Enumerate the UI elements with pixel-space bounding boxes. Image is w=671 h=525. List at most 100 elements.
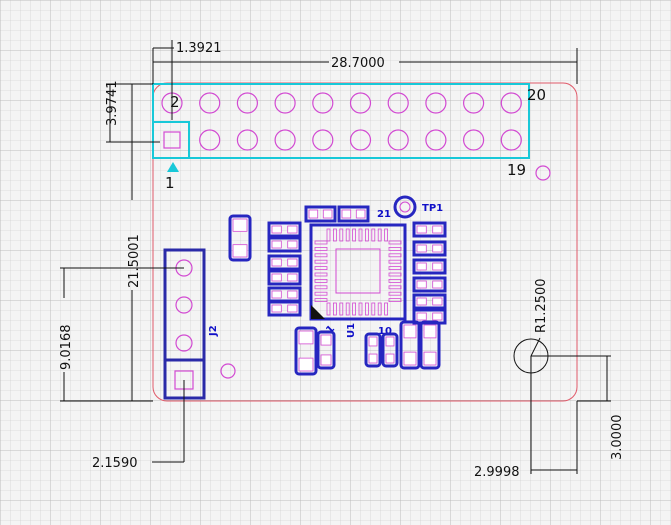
u1-pin [388, 291, 402, 296]
u1-pin [326, 228, 331, 242]
via [220, 363, 236, 379]
u1-pin [339, 302, 344, 316]
u1-pin1-marker-icon [311, 305, 325, 319]
header-pin19-label: 19 [507, 161, 526, 179]
passive-components [228, 205, 447, 376]
passive-component [337, 205, 370, 223]
dim-header-offset: 1.3921 [176, 41, 222, 56]
pin1-arrow-icon [167, 162, 179, 172]
passive-component [412, 276, 447, 293]
passive-component [316, 330, 336, 370]
u1-pin [332, 228, 337, 242]
header-pad [387, 92, 409, 114]
u1-exposed-pad [335, 248, 381, 294]
u1-pin21-label: 21 [377, 209, 391, 220]
u1-pin [388, 259, 402, 264]
header-pad [312, 129, 334, 151]
passive-component [267, 236, 302, 253]
dim-hole-from-bottom: 3.0000 [610, 415, 625, 461]
dimension-lines [60, 40, 611, 474]
header-pads [161, 92, 522, 151]
header-pad [199, 92, 221, 114]
passive-component [412, 221, 447, 238]
u1-pin [358, 302, 363, 316]
header-pad [425, 92, 447, 114]
u1-pin [314, 285, 328, 290]
passive-component [412, 293, 447, 310]
u1-pin [388, 240, 402, 245]
header-pad [236, 92, 258, 114]
dim-hole-radius: R1.2500 [534, 278, 549, 333]
u1-pin [371, 302, 376, 316]
u1-pin [345, 302, 350, 316]
header-pad [425, 129, 447, 151]
u1-pin [314, 259, 328, 264]
u1-pin [345, 228, 350, 242]
u1-pins [314, 228, 402, 316]
u1-label: U1 [346, 323, 357, 338]
header-pad [463, 92, 485, 114]
header-pad [349, 92, 372, 114]
header-pin20-label: 20 [527, 86, 546, 104]
u1-pin [314, 253, 328, 258]
header-pad [500, 92, 522, 114]
passive-component [267, 221, 302, 238]
dim-hole-from-right: 2.9998 [474, 465, 520, 480]
passive-component [267, 254, 302, 271]
header-pin1-marker [152, 121, 190, 159]
header-pad [500, 129, 522, 151]
passive-component [228, 214, 252, 262]
u1-pin [388, 272, 402, 277]
u1-pin [388, 298, 402, 303]
u1-pin [388, 266, 402, 271]
u1-pin [314, 298, 328, 303]
u1-pin [326, 302, 331, 316]
j2-label: J2 [208, 325, 219, 337]
u1-pin [371, 228, 376, 242]
dim-header-top: 3.9741 [105, 81, 120, 127]
header-pad [274, 92, 296, 114]
via [535, 165, 551, 181]
header-pad [387, 129, 409, 151]
u1-pin [314, 291, 328, 296]
dim-board-height: 21.5001 [127, 234, 142, 288]
header-pad [312, 92, 334, 114]
u1-pin [388, 246, 402, 251]
u1-pin [352, 302, 357, 316]
header-pin1-label: 1 [165, 174, 175, 192]
header-pad [199, 129, 221, 151]
j2-pad [175, 334, 193, 352]
u1-pin [388, 285, 402, 290]
test-point-tp1-pad [399, 201, 411, 213]
header-pad [163, 131, 181, 149]
u1-pin [314, 240, 328, 245]
u1-pin [384, 228, 389, 242]
passive-component [267, 269, 302, 286]
tp1-label: TP1 [422, 203, 443, 214]
passive-component [364, 332, 382, 368]
u1-pin [339, 228, 344, 242]
passive-component [419, 320, 441, 370]
passive-component [412, 240, 447, 257]
u1-pin [384, 302, 389, 316]
u1-pin [352, 228, 357, 242]
passive-component [412, 258, 447, 275]
header-pad [349, 129, 372, 151]
header-pad [463, 129, 485, 151]
u1-pin [358, 228, 363, 242]
passive-component [381, 332, 399, 368]
dim-j2-offset: 2.1590 [92, 456, 138, 471]
u1-pin [388, 253, 402, 258]
u1-pin [364, 302, 369, 316]
passive-component [267, 300, 302, 317]
header-pad [236, 129, 258, 151]
j2-pad [175, 296, 193, 314]
u1-pin10-label: 10 [378, 326, 392, 337]
u1-pin [332, 302, 337, 316]
u1-pin [314, 246, 328, 251]
u1-pin [377, 302, 382, 316]
header-pad [274, 129, 296, 151]
passive-component [399, 320, 421, 370]
u1-body [309, 223, 407, 321]
